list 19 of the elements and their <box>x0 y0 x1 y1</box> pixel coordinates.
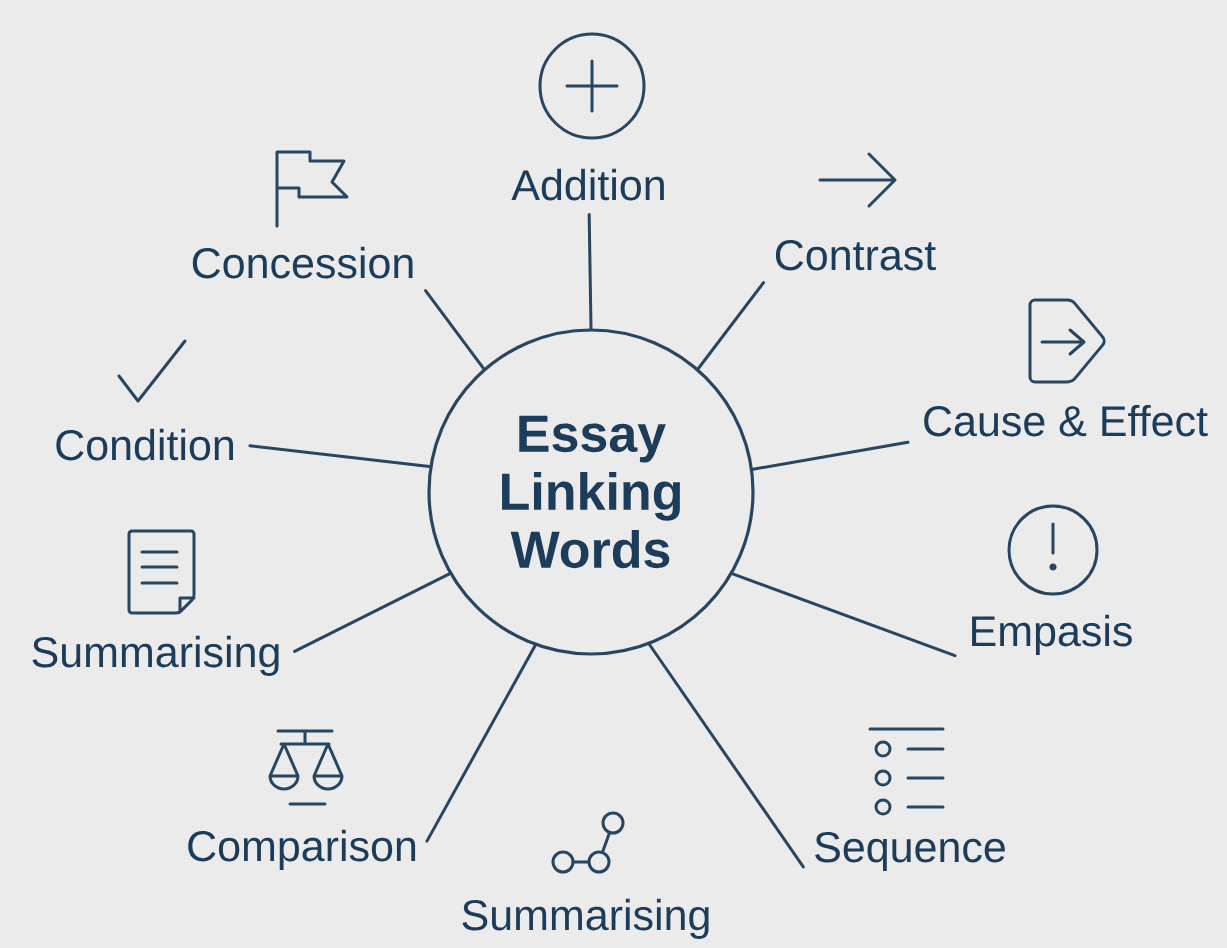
connector-line <box>248 444 431 468</box>
category-label: Summarising <box>462 898 709 939</box>
connector-line <box>293 572 451 653</box>
category-label: Cause & Effect <box>924 404 1208 437</box>
category-label: Contrast <box>775 239 936 271</box>
category-label: Empasis <box>972 614 1132 655</box>
category-label: Comparison <box>188 829 416 870</box>
connector-line <box>751 440 910 471</box>
category-label: Sequence <box>815 831 1005 871</box>
connector-line <box>696 281 765 371</box>
category-label: Addition <box>511 168 664 201</box>
connector-line <box>648 643 805 869</box>
connector-line <box>424 289 486 371</box>
category-label: Condition <box>56 428 233 461</box>
connector-line <box>731 572 957 658</box>
category-label: Summarising <box>32 635 279 676</box>
connector-line <box>587 213 593 330</box>
category-label: Concession <box>192 246 413 279</box>
connector-line <box>425 644 537 843</box>
